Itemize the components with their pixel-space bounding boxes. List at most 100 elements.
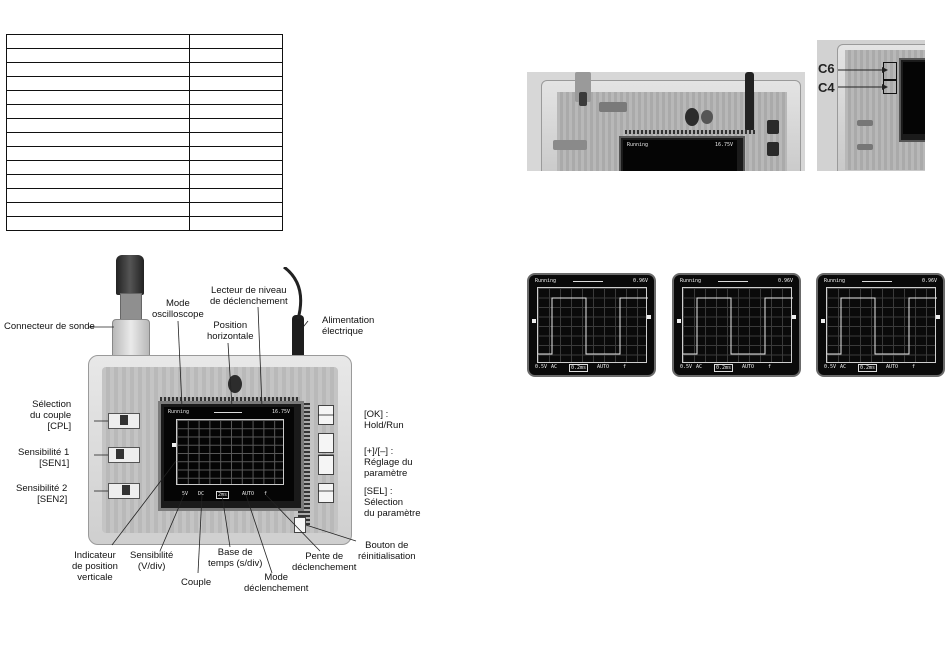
- mini-status: Running: [535, 278, 557, 284]
- square-wave-trace: [538, 297, 648, 355]
- label-coupling-selection: Sélection du couple [CPL]: [30, 399, 72, 432]
- spec-table-cell: [6, 174, 190, 189]
- spec-table-row: [6, 202, 283, 217]
- label-coupling: Couple: [181, 577, 212, 588]
- spec-table-row: [6, 174, 283, 189]
- spec-table-cell: [6, 146, 190, 161]
- spec-table-cell: [6, 48, 190, 63]
- square-wave-trace: [827, 297, 937, 355]
- spec-table-cell: [6, 104, 190, 119]
- mini-bottom-label: AUTO: [597, 364, 610, 370]
- mini-bottom-label: 0.2ms: [714, 364, 734, 372]
- spec-table-row: [6, 216, 283, 231]
- spec-table-row: [6, 48, 283, 63]
- spec-table-cell: [189, 48, 283, 63]
- mini-bottom-label: f: [912, 364, 916, 370]
- button-plus: [318, 433, 334, 453]
- mini-bottom-label: 0.2ms: [858, 364, 878, 372]
- mini-bottom-label: AC: [696, 364, 703, 370]
- spec-table-row: [6, 118, 283, 133]
- spec-table-cell: [6, 34, 190, 49]
- lcd-grid: [176, 419, 284, 485]
- label-c6: C6: [818, 61, 835, 76]
- spec-table-cell: [189, 216, 283, 231]
- mini-value: 0.96V: [777, 278, 793, 284]
- spec-table-cell: [189, 104, 283, 119]
- spec-table-cell: [189, 62, 283, 77]
- lcd-status: Running: [168, 409, 190, 415]
- spec-table-cell: [189, 76, 283, 91]
- spec-table-cell: [6, 160, 190, 175]
- spec-table-cell: [6, 188, 190, 203]
- spec-table: [6, 34, 283, 231]
- c6-c4-arrows: [838, 67, 888, 90]
- spec-table-cell: [189, 90, 283, 105]
- label-vertical-position-indicator: Indicateur de position verticale: [72, 550, 118, 583]
- label-horizontal-position: Position horizontale: [207, 320, 254, 342]
- power-cable-graphic: [292, 315, 304, 363]
- spec-table-cell: [189, 160, 283, 175]
- spec-table-row: [6, 34, 283, 49]
- mini-bottom-label: AC: [551, 364, 558, 370]
- spec-table-cell: [6, 216, 190, 231]
- label-trigger-mode: Mode déclenchement: [244, 572, 309, 594]
- label-trigger-slope: Pente de déclenchement: [292, 551, 357, 573]
- lcd-bottom-4: f: [264, 491, 268, 497]
- label-sel: [SEL] : Sélection du paramètre: [364, 486, 421, 519]
- mini-grid: [682, 287, 793, 363]
- lcd-bottom-1: DC: [198, 491, 205, 497]
- top-photo-lcd-status: Running: [627, 142, 649, 148]
- label-probe-connector: Connecteur de sonde: [4, 321, 95, 332]
- spec-table-cell: [6, 202, 190, 217]
- mini-bottom-label: 0.2ms: [569, 364, 589, 372]
- spec-table-row: [6, 188, 283, 203]
- mini-status: Running: [680, 278, 702, 284]
- label-plus-minus: [+]/[–] : Réglage du paramètre: [364, 446, 413, 479]
- label-c4: C4: [818, 80, 835, 95]
- label-ok-hold-run: [OK] : Hold/Run: [364, 409, 404, 431]
- lcd-bottom-3: AUTO: [242, 491, 255, 497]
- label-sensitivity-vdiv: Sensibilité (V/div): [130, 550, 174, 572]
- lcd-value: 16.75V: [271, 409, 290, 415]
- spec-table-cell: [189, 34, 283, 49]
- spec-table-cell: [189, 188, 283, 203]
- spec-table-cell: [6, 90, 190, 105]
- top-photo-lcd-value: 16.75V: [714, 142, 733, 148]
- leader-lines: [88, 306, 357, 574]
- mini-value: 0.96V: [921, 278, 937, 284]
- mini-bottom-label: 0.5V: [535, 364, 548, 370]
- spec-table-cell: [189, 174, 283, 189]
- label-reset-button: Bouton de réinitialisation: [358, 540, 416, 562]
- spec-table-cell: [189, 132, 283, 147]
- spec-table-cell: [189, 146, 283, 161]
- spec-table-row: [6, 62, 283, 77]
- mini-grid: [537, 287, 648, 363]
- spec-table-row: [6, 146, 283, 161]
- mini-grid: [826, 287, 937, 363]
- mini-status: Running: [824, 278, 846, 284]
- button-minus: [318, 455, 334, 475]
- label-trigger-level-reader: Lecteur de niveau de déclenchement: [210, 285, 288, 307]
- oscilloscope-diagram: Running 16.75V 5V DC 2ms AUTO f: [0, 255, 430, 595]
- spec-table-cell: [6, 62, 190, 77]
- label-timebase: Base de temps (s/div): [208, 547, 263, 569]
- mini-bottom-label: 0.5V: [824, 364, 837, 370]
- spec-table-row: [6, 104, 283, 119]
- square-wave-trace: [683, 297, 793, 355]
- device-top-photo: Running 16.75V: [527, 72, 805, 171]
- spec-table-cell: [189, 118, 283, 133]
- spec-table-cell: [6, 76, 190, 91]
- spec-table-cell: [6, 132, 190, 147]
- mini-value: 0.96V: [632, 278, 648, 284]
- spec-table-cell: [189, 202, 283, 217]
- lcd-bottom-0: 5V: [182, 491, 189, 497]
- label-sensitivity1: Sensibilité 1 [SEN1]: [18, 447, 70, 469]
- label-mode-oscilloscope: Mode oscilloscope: [152, 298, 204, 320]
- spec-table-row: [6, 90, 283, 105]
- button-sel: [318, 483, 334, 503]
- mini-bottom-label: 0.5V: [680, 364, 693, 370]
- capacitor-closeup-photo: [817, 40, 925, 171]
- lcd-screen: Running 16.75V 5V DC 2ms AUTO f: [164, 407, 294, 501]
